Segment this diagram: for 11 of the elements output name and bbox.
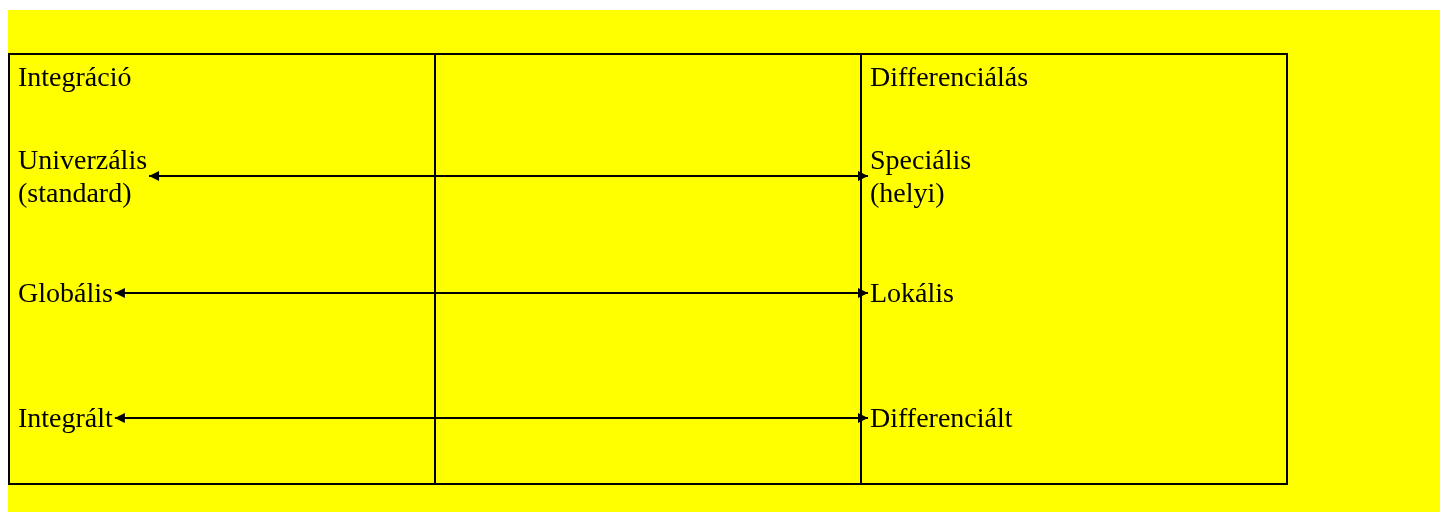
text-label: Globális	[18, 276, 113, 309]
text-label: Differenciált	[870, 401, 1013, 434]
double-arrow	[113, 288, 869, 298]
double-arrow	[148, 171, 869, 181]
text-label: Integráció	[18, 60, 132, 93]
text-label: Univerzális (standard)	[18, 143, 148, 209]
double-arrow	[113, 413, 869, 423]
text-label: Speciális (helyi)	[870, 143, 972, 209]
text-label: Lokális	[870, 276, 954, 309]
text-label: Integrált	[18, 401, 113, 434]
text-label: Differenciálás	[870, 60, 1029, 93]
